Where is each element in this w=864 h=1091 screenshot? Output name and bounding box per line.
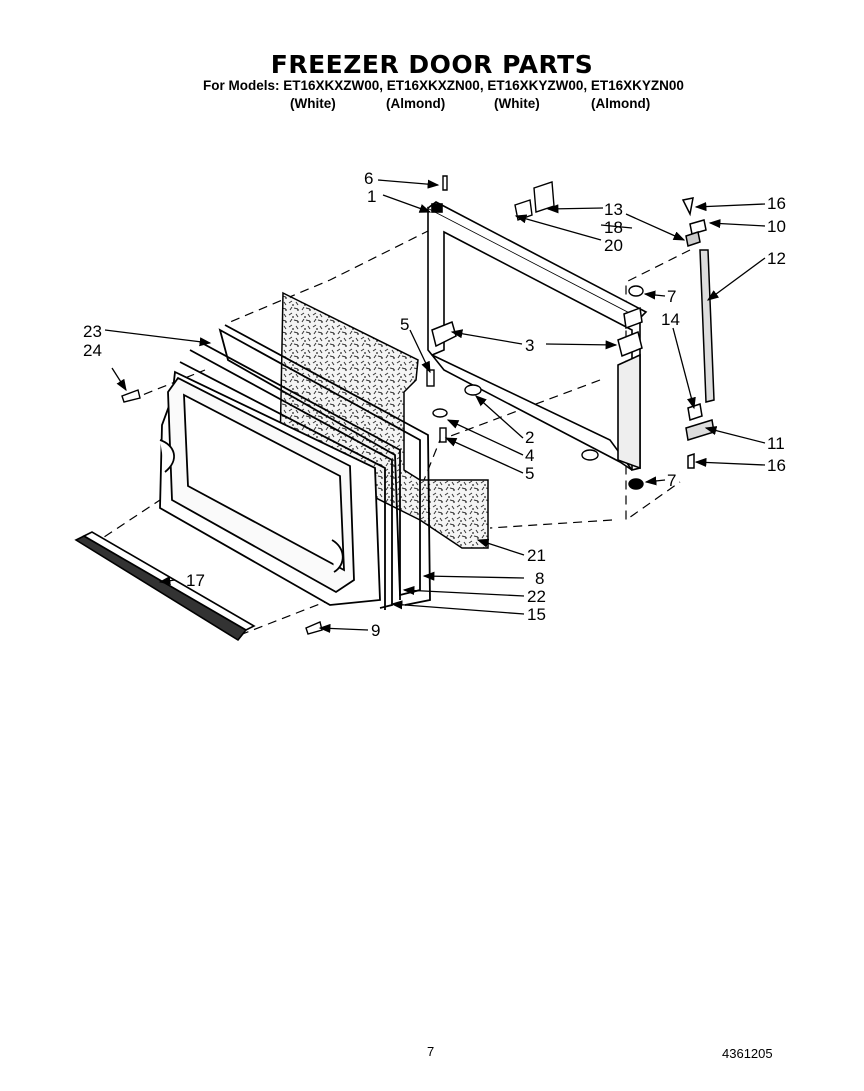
callout-4: 4	[525, 446, 534, 465]
callout-6: 6	[364, 169, 373, 188]
document-part-number: 4361205	[722, 1046, 773, 1061]
callout-2: 2	[525, 428, 534, 447]
callout-9: 9	[371, 621, 380, 640]
page-number: 7	[427, 1044, 435, 1059]
callout-18: 18	[604, 218, 623, 237]
callout-16-bottom: 16	[767, 456, 786, 475]
callout-17: 17	[186, 571, 205, 590]
callout-10: 10	[767, 217, 786, 236]
callout-3: 3	[525, 336, 534, 355]
door-frame-part-1	[427, 201, 648, 472]
color-label-1: (White)	[290, 96, 336, 111]
callout-1: 1	[367, 187, 376, 206]
models-line: For Models: ET16XKXZW00, ET16XKXZN00, ET…	[203, 78, 684, 93]
hinge-parts-right	[681, 197, 715, 469]
callout-14: 14	[661, 310, 680, 329]
callout-24: 24	[83, 341, 102, 360]
callout-11: 11	[767, 434, 785, 453]
callout-7-bottom: 7	[667, 471, 676, 490]
callout-15: 15	[527, 605, 546, 624]
door-gaskets	[179, 324, 431, 610]
callout-22: 22	[527, 587, 546, 606]
callout-23: 23	[83, 322, 102, 341]
outer-door-panel	[159, 370, 381, 606]
callout-16-top: 16	[767, 194, 786, 213]
callout-13: 13	[604, 200, 623, 219]
callout-20: 20	[604, 236, 623, 255]
color-label-4: (Almond)	[591, 96, 651, 111]
bottom-trim-part-17	[74, 531, 256, 642]
callout-8: 8	[535, 569, 544, 588]
callout-12: 12	[767, 249, 786, 268]
color-label-3: (White)	[494, 96, 540, 111]
callout-5-top: 5	[400, 315, 409, 334]
color-label-2: (Almond)	[386, 96, 446, 111]
callout-21: 21	[527, 546, 546, 565]
hinge-bracket-part-3	[431, 306, 643, 358]
callout-5-bottom: 5	[525, 464, 534, 483]
callout-7-top: 7	[667, 287, 676, 306]
page-title: FREEZER DOOR PARTS	[270, 50, 594, 79]
leader-lines	[104, 179, 766, 633]
small-hardware	[426, 175, 644, 490]
